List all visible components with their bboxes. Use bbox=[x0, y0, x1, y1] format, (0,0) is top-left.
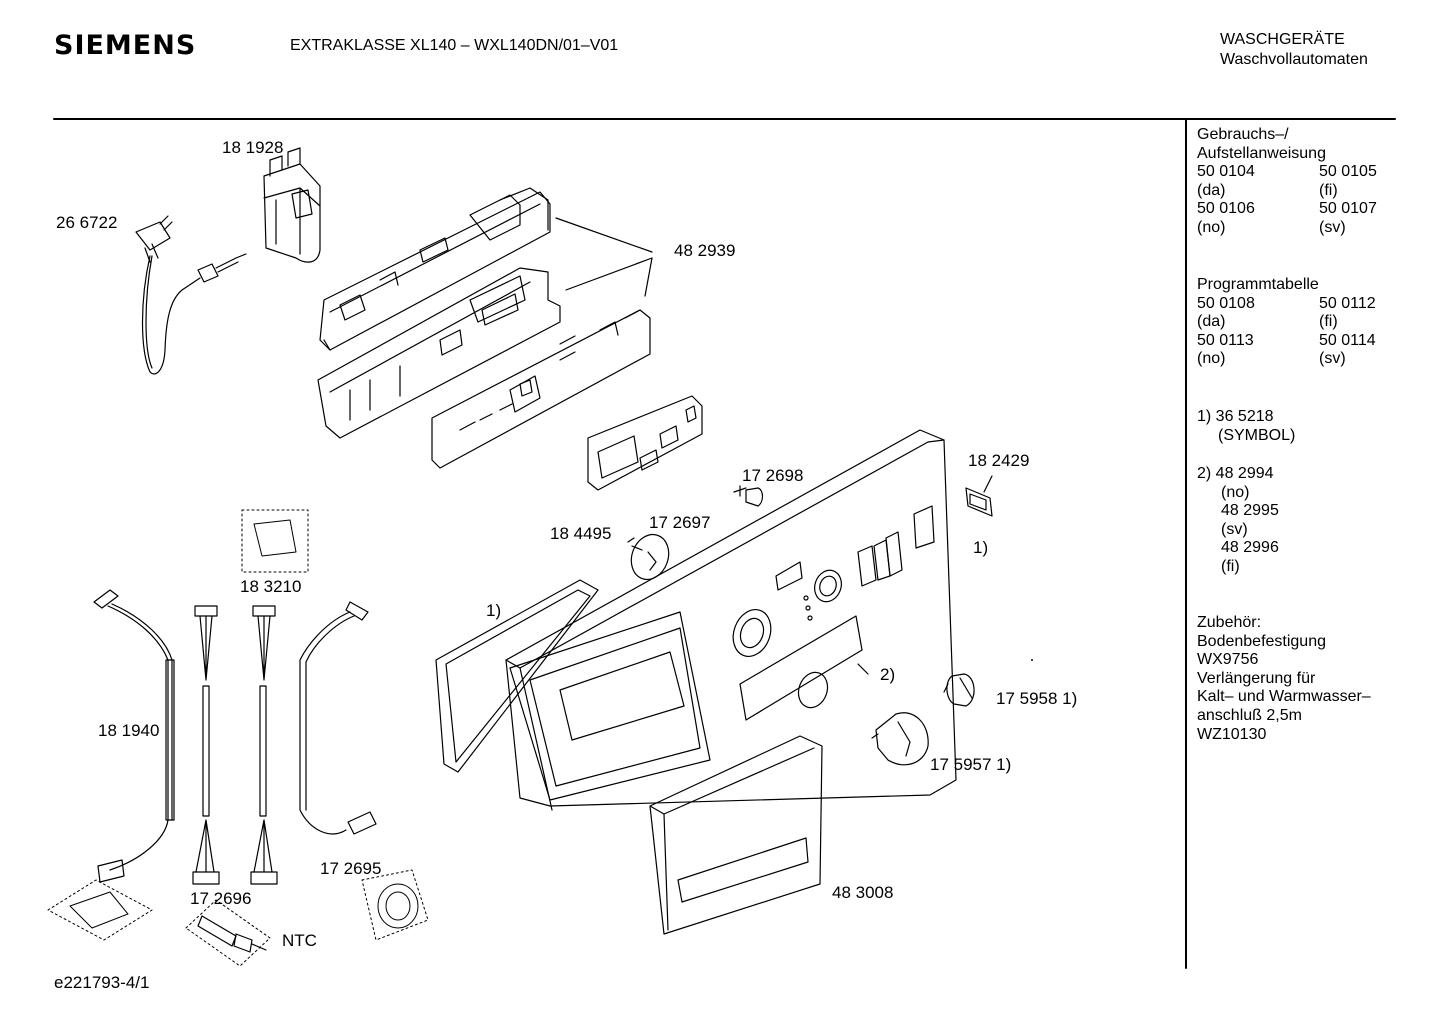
label-482939: 48 2939 bbox=[674, 241, 736, 260]
program-cell: (sv) bbox=[1319, 350, 1346, 368]
note1-line1: 1) 36 5218 bbox=[1197, 408, 1274, 425]
control-pcb bbox=[431, 309, 651, 469]
note2-line: 48 2995 bbox=[1221, 502, 1279, 520]
power-cord-part bbox=[135, 215, 247, 375]
manual-cell: (da) bbox=[1197, 181, 1226, 199]
manual-cell: (no) bbox=[1197, 218, 1226, 236]
program-cell: (no) bbox=[1197, 350, 1226, 368]
label-seal-note: 1) bbox=[486, 601, 502, 620]
program-cell: (da) bbox=[1197, 313, 1226, 331]
brand-logo: SIEMENS bbox=[54, 30, 197, 61]
sidebar-manual: Gebrauchs–/ Aufstellanweisung 50 0104 50 … bbox=[1197, 126, 1377, 238]
ghost-part-details bbox=[69, 519, 419, 929]
wiring-harness-172695 bbox=[299, 601, 377, 835]
display-board-part bbox=[587, 395, 703, 491]
sidebar-accessories: Zubehör: Bodenbefestigung WX9756 Verläng… bbox=[1197, 614, 1371, 744]
accessory-line: anschluß 2,5m bbox=[1197, 706, 1302, 724]
program-cell: 50 0114 bbox=[1319, 331, 1376, 349]
accessory-line: WX9756 bbox=[1197, 651, 1259, 669]
label-266722: 26 6722 bbox=[56, 213, 118, 232]
sidebar-note-2: 2) 48 2994 (no) 48 2995 (sv) 48 2996 (fi… bbox=[1197, 465, 1279, 577]
accessory-line: Zubehör: bbox=[1197, 614, 1262, 631]
label-181940: 18 1940 bbox=[98, 721, 160, 740]
label-181928: 18 1928 bbox=[222, 138, 284, 157]
interference-suppressor-part bbox=[263, 147, 321, 263]
ntc-sensor-part bbox=[197, 915, 267, 953]
accessory-line: Kalt– und Warmwasser– bbox=[1197, 688, 1371, 706]
program-title: Programmtabelle bbox=[1197, 276, 1319, 293]
ghost-parts bbox=[47, 509, 429, 967]
accessory-line: Verlängerung für bbox=[1197, 669, 1316, 687]
manual-title-2: Aufstellanweisung bbox=[1197, 144, 1326, 162]
manual-title-1: Gebrauchs–/ bbox=[1197, 126, 1289, 143]
program-cell: 50 0112 bbox=[1319, 294, 1376, 312]
note2-line: 48 2996 bbox=[1221, 539, 1279, 557]
label-175957: 17 5957 1) bbox=[930, 755, 1012, 774]
note1-line2: (SYMBOL) bbox=[1218, 426, 1296, 444]
wiring-harness-172696-b bbox=[250, 605, 278, 885]
manual-cell: 50 0106 bbox=[1197, 200, 1255, 218]
label-panel-insert-note: 2) bbox=[880, 665, 896, 684]
program-knob-small bbox=[943, 673, 975, 707]
accessory-line: WZ10130 bbox=[1197, 725, 1267, 743]
control-panel-fascia bbox=[505, 429, 957, 811]
program-knob-large bbox=[871, 712, 929, 766]
model-title: EXTRAKLASSE XL140 – WXL140DN/01–V01 bbox=[290, 37, 619, 54]
label-182429-note: 1) bbox=[973, 538, 989, 557]
wiring-harness-172696-a bbox=[192, 605, 220, 885]
manual-cell: 50 0104 bbox=[1197, 163, 1255, 181]
knob-shaft-part bbox=[733, 485, 764, 507]
label-483008: 48 3008 bbox=[832, 883, 894, 902]
accessory-line: Bodenbefestigung bbox=[1197, 632, 1326, 650]
electronic-module-frame bbox=[317, 267, 561, 439]
window-seal-part bbox=[435, 579, 599, 773]
program-cell: 50 0108 bbox=[1197, 294, 1255, 312]
sidebar-note-1: 1) 36 5218 (SYMBOL) bbox=[1197, 408, 1295, 445]
label-172697: 17 2697 bbox=[649, 513, 711, 532]
program-cell: 50 0113 bbox=[1197, 331, 1254, 349]
label-184495: 18 4495 bbox=[550, 524, 612, 543]
label-182429: 18 2429 bbox=[968, 451, 1030, 470]
label-175958: 17 5958 1) bbox=[996, 689, 1078, 708]
knob-adapter-part bbox=[627, 533, 670, 581]
category-title: WASCHGERÄTE bbox=[1220, 31, 1345, 48]
manual-cell: 50 0105 bbox=[1319, 163, 1377, 181]
note2-line: (no) bbox=[1221, 483, 1250, 501]
electronic-module-upper bbox=[319, 187, 551, 351]
note2-line1: 2) 48 2994 bbox=[1197, 465, 1274, 482]
label-172696: 17 2696 bbox=[190, 889, 252, 908]
manual-cell: (fi) bbox=[1319, 181, 1338, 199]
lamp-holder-part bbox=[965, 475, 993, 517]
note2-line: (fi) bbox=[1221, 557, 1240, 575]
wiring-harness-181940 bbox=[93, 589, 175, 883]
label-172695: 17 2695 bbox=[320, 859, 382, 878]
label-ntc: NTC bbox=[282, 931, 317, 950]
subcategory-title: Waschvollautomaten bbox=[1220, 51, 1368, 68]
label-172698: 17 2698 bbox=[742, 466, 804, 485]
manual-cell: 50 0107 bbox=[1319, 200, 1377, 218]
footer-drawing-id: e221793-4/1 bbox=[54, 973, 150, 992]
program-cell: (fi) bbox=[1319, 313, 1338, 331]
note2-line: (sv) bbox=[1221, 520, 1248, 538]
label-183210: 18 3210 bbox=[240, 577, 302, 596]
manual-cell: (sv) bbox=[1319, 218, 1346, 236]
drawer-front-part bbox=[649, 735, 823, 935]
